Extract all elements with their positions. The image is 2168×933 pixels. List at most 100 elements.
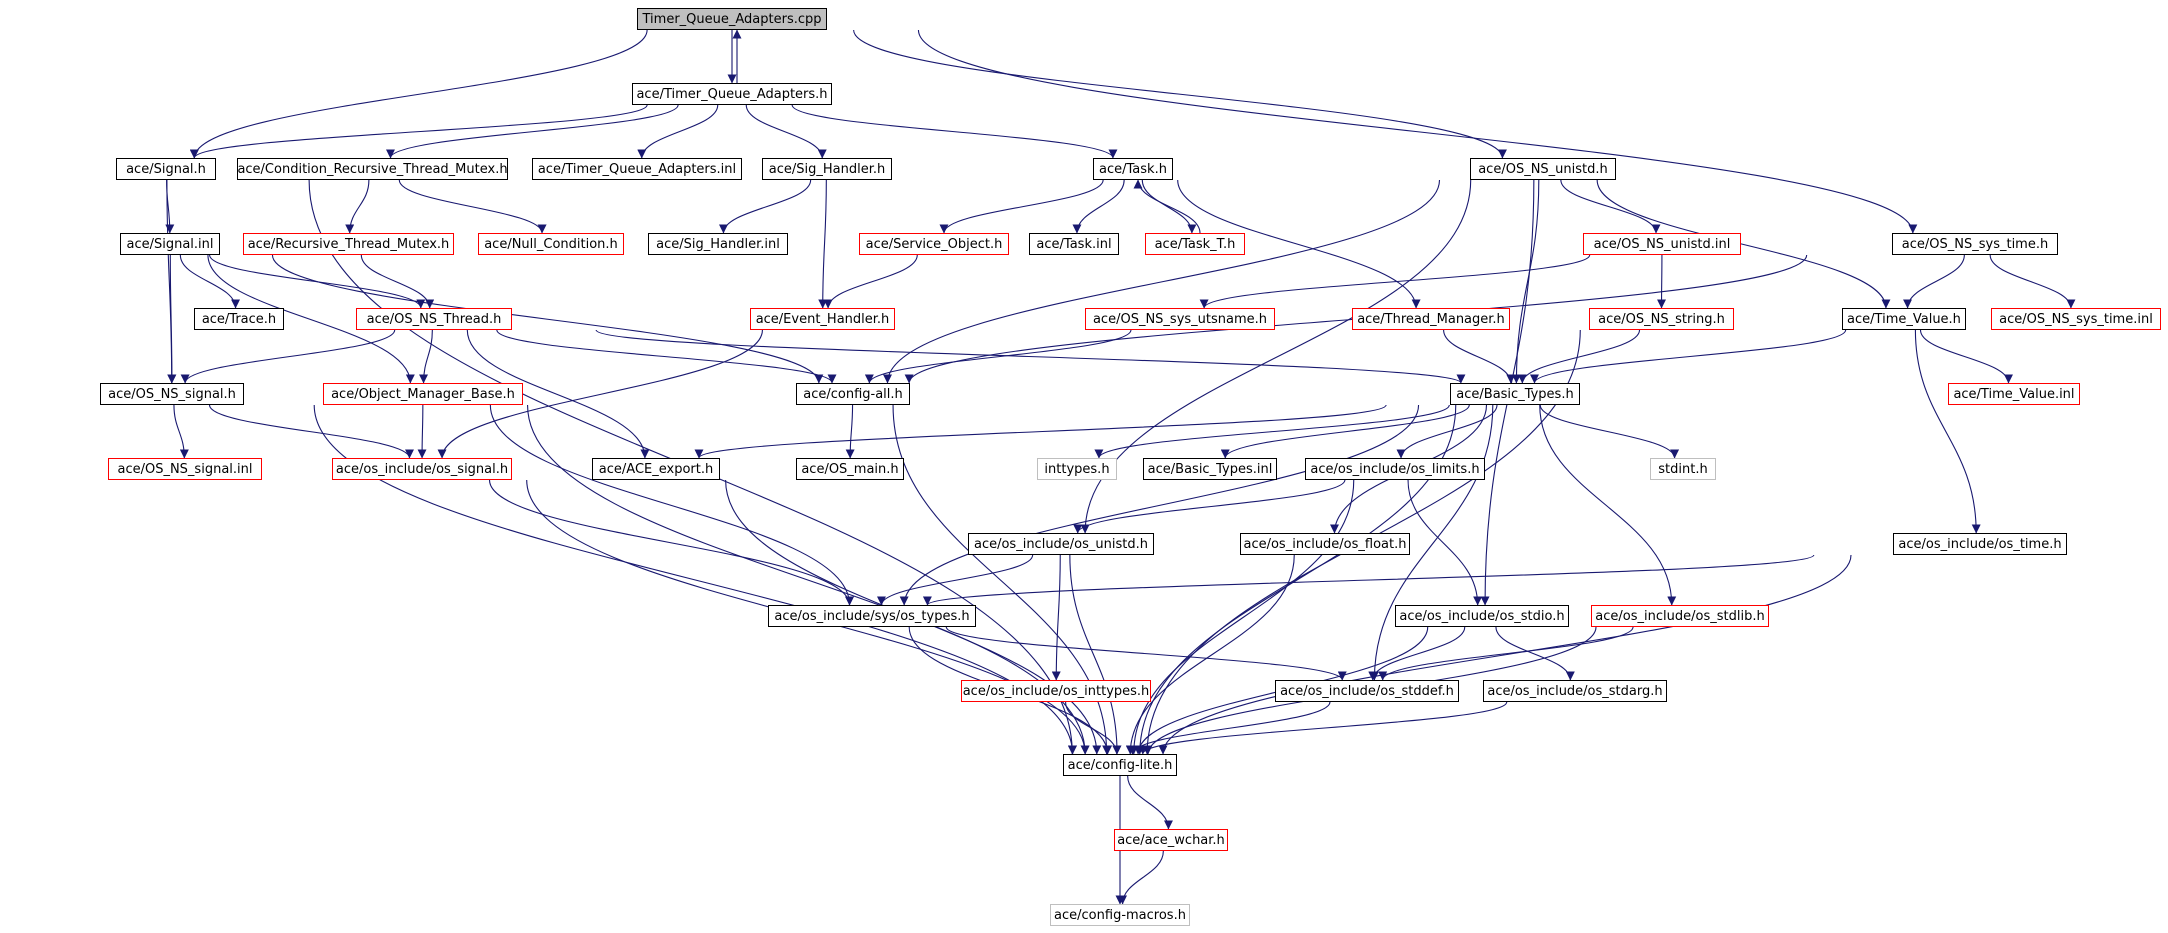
node-oslimits-h[interactable]: ace/os_include/os_limits.h: [1305, 458, 1485, 480]
node-osstdlib-h[interactable]: ace/os_include/os_stdlib.h: [1591, 605, 1769, 627]
edge-ossignal_h-to-osinc_signal_h: [208, 404, 414, 459]
node-ossignal-inl[interactable]: ace/OS_NS_signal.inl: [108, 458, 262, 480]
node-configall-h[interactable]: ace/config-all.h: [796, 383, 910, 405]
edge-osunistd_inc_h-to-systypes_h: [877, 554, 1034, 606]
edge-signal_inl-to-configall_h: [271, 254, 824, 384]
edge-osthread_h-to-configall_h: [496, 329, 837, 384]
node-ossignal-h[interactable]: ace/OS_NS_signal.h: [100, 383, 244, 405]
node-timevalue-h[interactable]: ace/Time_Value.h: [1842, 308, 1966, 330]
edge-tqa_h-to-crtm_h: [386, 104, 679, 159]
edge-oslimits_h-to-osunistd_inc_h: [1073, 479, 1346, 534]
edge-osutsname_h-to-configall_h: [864, 329, 1132, 384]
node-tqa-h[interactable]: ace/Timer_Queue_Adapters.h: [632, 83, 832, 105]
edge-ossignal_h-to-ossignal_inl: [173, 404, 189, 459]
node-acewchar-h[interactable]: ace/ace_wchar.h: [1114, 829, 1228, 851]
node-osunistd-inc-h[interactable]: ace/os_include/os_unistd.h: [968, 533, 1154, 555]
node-signal-h[interactable]: ace/Signal.h: [116, 158, 216, 180]
node-ossystime-h[interactable]: ace/OS_NS_sys_time.h: [1892, 233, 2058, 255]
node-taskt-h[interactable]: ace/Task_T.h: [1145, 233, 1245, 255]
edge-osunistd_inl-to-osutsname_h: [1199, 254, 1591, 309]
edge-signal_inl-to-ossignal_h: [167, 254, 177, 384]
node-basictypes-h[interactable]: ace/Basic_Types.h: [1450, 383, 1580, 405]
node-sighandler-h[interactable]: ace/Sig_Handler.h: [762, 158, 892, 180]
edge-ostime_h-to-configlite_h: [1158, 554, 1852, 755]
edge-task_h-to-taskt_h: [1141, 179, 1197, 234]
node-basictypes-inl[interactable]: ace/Basic_Types.inl: [1143, 458, 1277, 480]
node-osstddef-h[interactable]: ace/os_include/os_stddef.h: [1275, 680, 1459, 702]
edge-osfloat_h-to-configlite_h: [1125, 554, 1295, 755]
node-osutsname-h[interactable]: ace/OS_NS_sys_utsname.h: [1085, 308, 1275, 330]
edge-timevalue_h-to-ostime_h: [1914, 329, 1981, 534]
node-osstdio-h[interactable]: ace/os_include/os_stdio.h: [1395, 605, 1569, 627]
node-timevalue-inl[interactable]: ace/Time_Value.inl: [1948, 383, 2080, 405]
edge-objmgr_h-to-osinc_signal_h: [417, 404, 427, 459]
node-osinc-signal-h[interactable]: ace/os_include/os_signal.h: [332, 458, 512, 480]
edge-crtm_h-to-rtm_h: [345, 179, 370, 234]
edge-configlite_h-to-acewchar_h: [1127, 775, 1173, 830]
node-osunistd-h[interactable]: ace/OS_NS_unistd.h: [1470, 158, 1616, 180]
edge-basictypes_h-to-osstdlib_h: [1539, 404, 1677, 606]
edge-sighandler_h-to-sighandler_inl: [718, 179, 812, 234]
edge-crtm_h-to-nullcond_h: [398, 179, 547, 234]
node-root[interactable]: Timer_Queue_Adapters.cpp: [637, 8, 827, 30]
node-evhandler-h[interactable]: ace/Event_Handler.h: [750, 308, 895, 330]
node-osstring-h[interactable]: ace/OS_NS_string.h: [1589, 308, 1734, 330]
node-osinttypes-h[interactable]: ace/os_include/os_inttypes.h: [961, 680, 1151, 702]
edge-oslimits_h-to-configlite_h: [1129, 479, 1355, 755]
node-rtm-h[interactable]: ace/Recursive_Thread_Mutex.h: [243, 233, 454, 255]
edge-basictypes_h-to-aceexport_h: [694, 404, 1387, 459]
node-ostime-h[interactable]: ace/os_include/os_time.h: [1893, 533, 2067, 555]
edge-evhandler_h-to-osinc_signal_h: [437, 329, 763, 459]
edge-osinc_signal_h-to-systypes_h: [488, 479, 854, 606]
node-trace-h[interactable]: ace/Trace.h: [194, 308, 284, 330]
node-sighandler-inl[interactable]: ace/Sig_Handler.inl: [648, 233, 788, 255]
edge-basictypes_h-to-systypes_h: [899, 404, 1420, 606]
node-osunistd-inl[interactable]: ace/OS_NS_unistd.inl: [1583, 233, 1741, 255]
node-tqa-inl[interactable]: ace/Timer_Queue_Adapters.inl: [532, 158, 742, 180]
node-osthread-h[interactable]: ace/OS_NS_Thread.h: [356, 308, 512, 330]
edge-osunistd_h-to-configall_h: [883, 179, 1441, 384]
edge-osstdarg_h-to-configlite_h: [1138, 701, 1508, 755]
edge-root-to-ossystime_h: [917, 29, 1918, 234]
node-svcobj-h[interactable]: ace/Service_Object.h: [859, 233, 1009, 255]
edge-acewchar_h-to-configmacros_h: [1118, 850, 1164, 905]
node-systypes-h[interactable]: ace/os_include/sys/os_types.h: [768, 605, 976, 627]
edge-osunistd_inc_h-to-configlite_h: [1069, 554, 1122, 755]
edge-basictypes_h-to-oslimits_h: [1396, 404, 1498, 459]
node-osmain-h[interactable]: ace/OS_main.h: [796, 458, 904, 480]
edge-osthread_h-to-objmgr_h: [419, 329, 433, 384]
edge-task_h-to-thrmgr_h: [1177, 179, 1421, 309]
edge-root-to-signal_h: [189, 29, 648, 159]
edge-root-to-osunistd_h: [853, 29, 1507, 159]
node-nullcond-h[interactable]: ace/Null_Condition.h: [478, 233, 624, 255]
node-osfloat-h[interactable]: ace/os_include/os_float.h: [1240, 533, 1410, 555]
edge-rtm_h-to-osthread_h: [360, 254, 435, 309]
edge-systypes_h-to-osstddef_h: [945, 626, 1347, 681]
node-signal-inl[interactable]: ace/Signal.inl: [120, 233, 220, 255]
edge-sighandler_h-to-evhandler_h: [818, 179, 828, 309]
edge-basictypes_h-to-stdint_h: [1539, 404, 1680, 459]
node-configlite-h[interactable]: ace/config-lite.h: [1063, 754, 1177, 776]
node-inttypes-h: inttypes.h: [1037, 458, 1117, 480]
edge-ostime_h-to-systypes_h: [923, 554, 1815, 606]
edge-task_h-to-svcobj_h: [939, 179, 1104, 234]
edge-tqa_h-to-task_h: [791, 104, 1118, 159]
edge-timevalue_h-to-basictypes_h: [1530, 329, 1847, 384]
node-ossystime-inl[interactable]: ace/OS_NS_sys_time.inl: [1991, 308, 2161, 330]
edge-osstdio_h-to-osstdarg_h: [1495, 626, 1575, 681]
edge-ossystime_h-to-timevalue_h: [1903, 254, 1965, 309]
node-configmacros-h: ace/config-macros.h: [1050, 904, 1190, 926]
edge-signal_inl-to-objmgr_h: [207, 254, 415, 384]
node-aceexport-h[interactable]: ace/ACE_export.h: [592, 458, 720, 480]
edge-osunistd_inc_h-to-osinttypes_h: [1051, 554, 1061, 681]
node-task-h[interactable]: ace/Task.h: [1093, 158, 1173, 180]
node-task-inl[interactable]: ace/Task.inl: [1029, 233, 1119, 255]
node-thrmgr-h[interactable]: ace/Thread_Manager.h: [1352, 308, 1510, 330]
node-osstdarg-h[interactable]: ace/os_include/os_stdarg.h: [1483, 680, 1667, 702]
edge-timevalue_h-to-timevalue_inl: [1919, 329, 2013, 384]
edge-configall_h-to-osmain_h: [845, 404, 855, 459]
edge-signal_inl-to-trace_h: [179, 254, 241, 309]
node-crtm-h[interactable]: ace/Condition_Recursive_Thread_Mutex.h: [237, 158, 508, 180]
edge-osinttypes_h-to-configlite_h: [1065, 701, 1122, 755]
node-objmgr-h[interactable]: ace/Object_Manager_Base.h: [323, 383, 523, 405]
